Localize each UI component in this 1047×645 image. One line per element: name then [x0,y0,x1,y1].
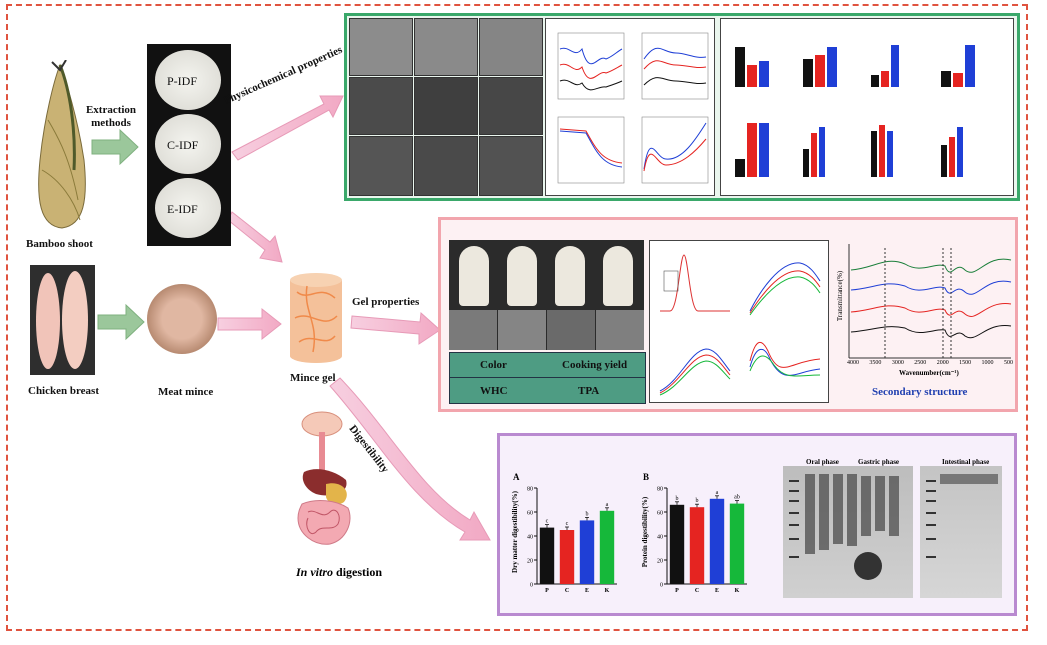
ftir-tick: 3500 [869,360,882,366]
chart-a-sig-letter: c [566,521,569,527]
pink-arrow-mince-to-gel [217,307,282,341]
ftir-tick: 2500 [914,360,927,366]
sample-label-c-idf: C-IDF [167,138,199,152]
ftir-tick: 500 [1003,360,1013,366]
bar-charts-panel [720,18,1014,196]
label-bamboo-shoot: Bamboo shoot [26,238,93,250]
ftir-xlabel: Wavenumber(cm⁻¹) [899,369,959,377]
chart-b-y-tick-label: 80 [657,487,663,493]
pink-arrow-digestibility [329,377,491,541]
chart-b-bar-p [669,504,685,584]
chart-a-x-tick-label: P [545,588,549,594]
digestion-word: digestion [333,565,383,579]
table-cell-color: Color [480,359,507,371]
sds-page-gel-oral-gastric [783,466,913,598]
table-cell-tpa: TPA [578,385,600,397]
label-extraction-methods: Extraction methods [85,104,137,129]
label-gel-properties: Gel properties [352,296,420,308]
chart-a-y-tick-label: 80 [527,487,533,493]
ftir-tick: 2000 [936,360,949,366]
label-mince-gel: Mince gel [290,372,336,384]
phase-label-intestinal: Intestinal phase [942,458,990,466]
label-meat-mince: Meat mince [158,386,214,398]
chicken-breast-image [30,265,95,375]
chart-a-bar-c [559,530,575,584]
sample-label-e-idf: E-IDF [167,202,198,216]
chart-a-x-tick-label: E [585,588,589,594]
chart-b-x-tick-label: K [735,588,740,594]
label-secondary-structure: Secondary structure [872,386,968,398]
gel-samples-images [449,240,644,350]
digestive-system-image [286,410,364,560]
chart-b-bar-k [729,503,745,584]
ftir-tick: 3000 [891,360,904,366]
sem-micrographs-grid [349,18,543,196]
chart-b-y-tick-label: 20 [657,559,663,565]
in-vitro-italic: In vitro [296,565,334,579]
ftir-tick: 1500 [959,360,972,366]
chart-b-panel-letter: B [643,472,650,482]
chart-b-y-tick-label: 0 [660,583,663,589]
green-arrow-extraction [91,128,139,166]
phase-label-oral: Oral phase [806,458,839,466]
chart-b-y-tick-label: 60 [657,511,663,517]
chart-b-bar-e [709,498,725,584]
sds-page-gel-intestinal [920,466,1002,598]
pink-arrow-gel-properties [350,311,441,345]
chart-a-y-tick-label: 40 [527,535,533,541]
label-in-vitro-digestion: In vitro digestion [296,565,382,580]
phase-label-gastric: Gastric phase [858,458,900,466]
meat-mince-image [147,284,217,354]
chart-a-sig-letter: a [606,502,609,508]
ftir-tick: 4000 [847,360,859,366]
bamboo-shoot-image [30,59,92,230]
sample-dish-e-idf [155,178,221,238]
label-chicken-breast: Chicken breast [28,385,99,397]
chart-a-bar-k [599,510,615,584]
chart-a-x-tick-label: K [605,588,610,594]
chart-b-x-tick-label: E [715,588,719,594]
chart-b-sig-letter: a [716,490,719,496]
chart-b-sig-letter: ab [734,495,740,501]
idf-samples-panel: P-IDF C-IDF E-IDF [147,44,231,246]
chart-b-sig-letter: b [696,498,699,504]
chart-b-x-tick-label: C [695,588,699,594]
pink-arrow-physicochemical [231,95,344,161]
chart-a-sig-letter: b [586,511,589,517]
chart-a-y-tick-label: 0 [530,583,533,589]
chart-b-bar-c [689,507,705,584]
chart-a-panel-letter: A [513,472,520,482]
mince-gel-cylinder [289,272,343,364]
spectra-charts-panel [545,18,715,196]
sample-dish-p-idf [155,50,221,110]
chart-a-x-tick-label: C [565,588,569,594]
outer-dashed-frame [6,4,1028,631]
chart-a-sig-letter: c [546,519,549,525]
gel-quality-table: Color Cooking yield WHC TPA [449,352,646,404]
chart-b-sig-letter: b [676,496,679,502]
chart-a-bar-e [579,520,595,584]
ftir-ticks: 4000 3500 3000 2500 2000 1500 1000 500 [847,360,1013,366]
chart-a-y-tick-label: 20 [527,559,533,565]
ftir-tick: 1000 [981,360,994,366]
table-cell-whc: WHC [480,385,508,397]
sample-dish-c-idf [155,114,221,174]
table-cell-cooking-yield: Cooking yield [562,359,628,371]
chart-b-x-tick-label: P [675,588,679,594]
green-arrow-mince [97,303,145,341]
chart-a-y-tick-label: 60 [527,511,533,517]
chart-a-bar-p [539,527,555,584]
chart-b-y-tick-label: 40 [657,535,663,541]
sample-label-p-idf: P-IDF [167,74,198,88]
pink-arrow-to-gel [227,211,283,263]
ftir-chart: Transmittance(%) 4000 3500 3000 2500 2000 150… [835,240,1013,380]
rheology-charts-panel [649,240,829,403]
ftir-ylabel: Transmittance(%) [836,270,845,322]
